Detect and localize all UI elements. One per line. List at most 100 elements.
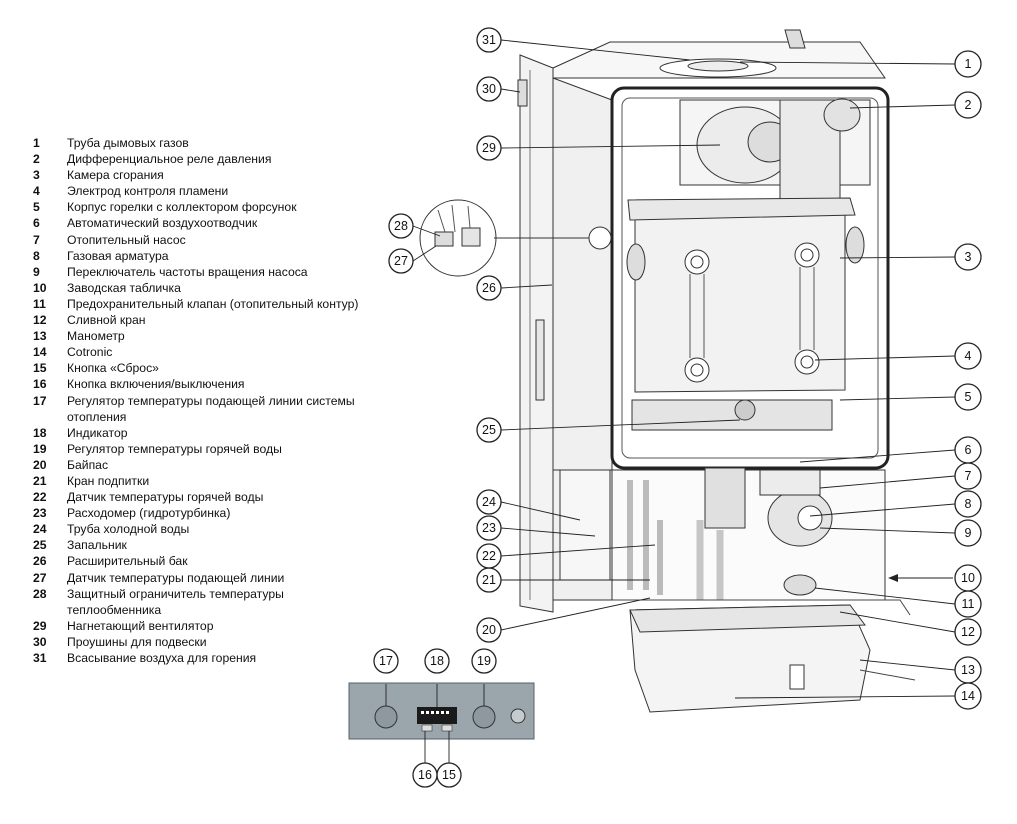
- callout-label: 9: [965, 526, 972, 540]
- legend-item: 30 Проушины для подвески: [33, 634, 380, 650]
- reset-button[interactable]: [441, 724, 453, 732]
- callout-label: 5: [965, 390, 972, 404]
- callout-label: 10: [961, 571, 975, 585]
- legend-text: Датчик температуры подающей линии: [67, 570, 285, 585]
- legend-number: 19: [33, 441, 47, 456]
- legend-number: 10: [33, 280, 47, 295]
- callout-label: 3: [965, 250, 972, 264]
- legend-number: 6: [33, 216, 40, 231]
- callout: 29: [476, 135, 502, 161]
- callout-label: 28: [394, 219, 408, 233]
- callout: 26: [476, 275, 502, 301]
- legend-number: 22: [33, 490, 47, 505]
- legend-number: 31: [33, 651, 47, 665]
- legend-item: 1 Труба дымовых газов: [33, 135, 380, 151]
- callout: 1: [954, 50, 982, 78]
- callout-label: 27: [394, 254, 408, 268]
- rating-plate-arrow: [888, 574, 898, 582]
- hot-water-temp-knob[interactable]: [472, 705, 496, 729]
- legend-number: 26: [33, 554, 47, 569]
- legend-text: Расширительный бак: [67, 554, 188, 569]
- legend-item: 24 Труба холодной воды: [33, 521, 380, 537]
- legend-text: Регулятор температуры подающей линии сис…: [67, 393, 355, 408]
- legend-text: Труба дымовых газов: [67, 136, 189, 150]
- callout-label: 1: [965, 57, 972, 71]
- legend-number: 1: [33, 136, 40, 150]
- callout: 18: [424, 648, 450, 674]
- callout: 4: [954, 342, 982, 370]
- callout-label: 19: [477, 654, 491, 668]
- legend-text: Расходомер (гидротурбинка): [67, 506, 231, 521]
- legend-item: 19 Регулятор температуры горячей воды: [33, 441, 380, 457]
- callout-label: 25: [482, 423, 496, 437]
- callout: 15: [436, 762, 462, 788]
- legend-number: 24: [33, 522, 47, 537]
- legend-number: 17: [33, 393, 47, 408]
- legend-text: Кран подпитки: [67, 473, 150, 488]
- callout: 12: [954, 618, 982, 646]
- callout: 17: [373, 648, 399, 674]
- legend-text: Переключатель частоты вращения насоса: [67, 264, 308, 279]
- legend-item: 9 Переключатель частоты вращения насоса: [33, 264, 380, 280]
- legend-text: Газовая арматура: [67, 248, 169, 263]
- callout-label: 24: [482, 495, 496, 509]
- legend-text: Проушины для подвески: [67, 634, 207, 649]
- callout: 19: [471, 648, 497, 674]
- legend-text: Отопительный насос: [67, 232, 186, 247]
- callout: 3: [954, 243, 982, 271]
- leader-lines: [412, 39, 956, 699]
- callout: 11: [954, 590, 982, 618]
- legend-number: 25: [33, 538, 47, 553]
- chimney-sweep-button[interactable]: [510, 708, 526, 724]
- legend-number: 5: [33, 200, 40, 215]
- callout-label: 12: [961, 625, 975, 639]
- callout-label: 23: [482, 521, 496, 535]
- boiler-drawing: [517, 29, 916, 713]
- callout: 21: [476, 567, 502, 593]
- legend-text: Всасывание воздуха для горения: [67, 651, 257, 665]
- control-panel: [348, 682, 535, 763]
- callout: 5: [954, 383, 982, 411]
- heating-temp-knob[interactable]: [374, 705, 398, 729]
- callout-label: 15: [442, 768, 456, 782]
- callout: 24: [476, 489, 502, 515]
- callout-label: 18: [430, 654, 444, 668]
- gas-valve: [704, 467, 746, 529]
- legend-text: Защитный ограничитель температуры: [67, 586, 284, 601]
- legend-text-continuation: теплообменника: [67, 602, 162, 617]
- legend-number: 3: [33, 168, 40, 183]
- legend-text: Автоматический воздухоотводчик: [67, 216, 258, 231]
- legend-text: Регулятор температуры горячей воды: [67, 441, 282, 456]
- legend-number: 28: [33, 586, 47, 601]
- legend-text: Дифференциальное реле давления: [67, 152, 272, 167]
- callout-label: 13: [961, 663, 975, 677]
- callout-label: 2: [965, 98, 972, 112]
- legend-text: Труба холодной воды: [67, 522, 190, 537]
- callout: 9: [954, 519, 982, 547]
- legend-text: Байпас: [67, 457, 109, 472]
- legend-number: 12: [33, 313, 47, 328]
- legend-number: 30: [33, 634, 47, 649]
- legend-item: 17 Регулятор температуры подающей линии с…: [33, 393, 380, 409]
- legend-number: 9: [33, 264, 40, 279]
- power-button[interactable]: [421, 724, 433, 732]
- callout-label: 20: [482, 623, 496, 637]
- legend-text: Индикатор: [67, 425, 128, 440]
- callout-label: 22: [482, 549, 496, 563]
- callout-label: 16: [418, 768, 432, 782]
- pressure-switch: [823, 98, 861, 132]
- callout: 20: [476, 617, 502, 643]
